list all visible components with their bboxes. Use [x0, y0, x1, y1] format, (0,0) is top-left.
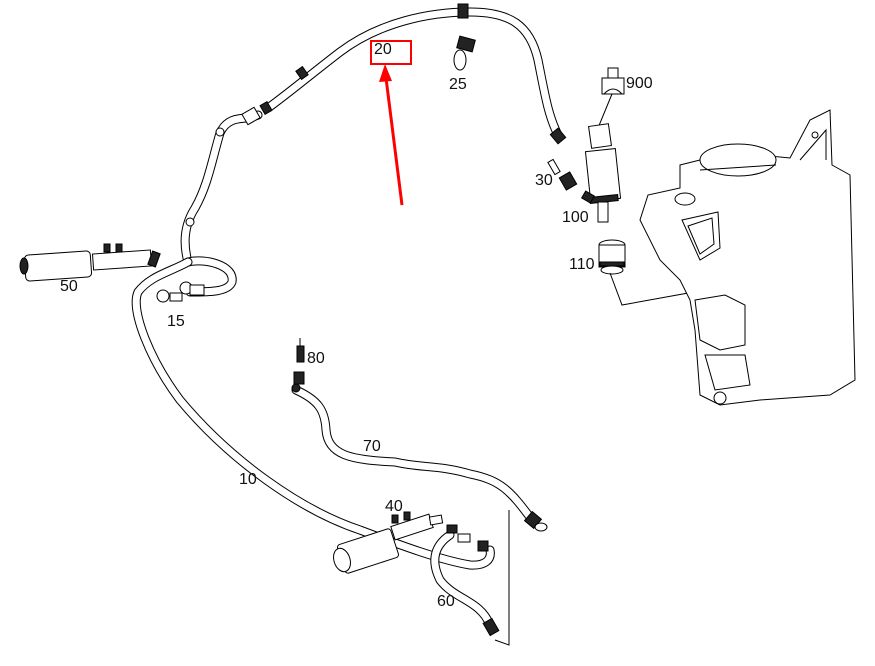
nozzle-tip-icon [534, 522, 548, 532]
highlight-box-20 [370, 40, 412, 65]
callout-900[interactable]: 900 [626, 75, 653, 92]
callout-100[interactable]: 100 [562, 209, 589, 226]
part-100-pump[interactable] [580, 123, 622, 223]
connector-icon [259, 100, 273, 116]
part-900-connector[interactable] [601, 67, 625, 95]
hose-60[interactable] [430, 530, 495, 630]
callout-50[interactable]: 50 [60, 278, 78, 295]
connector-icon [241, 106, 261, 126]
part-30-elbow[interactable] [547, 158, 578, 191]
washer-fluid-reservoir[interactable] [639, 109, 856, 406]
part-25-clip[interactable] [453, 35, 476, 71]
callout-110[interactable]: 110 [569, 256, 595, 273]
clip-icon [185, 217, 195, 227]
hose-70[interactable] [291, 385, 537, 525]
highlight-arrow [379, 64, 404, 206]
part-50-nozzle[interactable] [19, 243, 161, 282]
clip-icon [295, 65, 309, 81]
hose-10[interactable] [131, 257, 495, 570]
clip-icon [215, 127, 225, 137]
callout-80[interactable]: 80 [307, 350, 325, 367]
callout-25[interactable]: 25 [449, 76, 467, 93]
part-110-grommet[interactable] [598, 239, 626, 275]
connector-icon [549, 127, 567, 145]
callout-70[interactable]: 70 [363, 438, 381, 455]
callout-15[interactable]: 15 [167, 313, 185, 330]
leader-line [494, 510, 510, 646]
connector-icon [482, 617, 500, 637]
part-80-jet[interactable] [291, 338, 305, 393]
clip-icon [457, 3, 469, 19]
part-15-elbows[interactable] [156, 281, 205, 303]
leader-line [597, 93, 613, 129]
callout-30[interactable]: 30 [535, 172, 553, 189]
part-40-nozzle[interactable] [331, 511, 489, 574]
callout-20[interactable]: 20 [374, 41, 392, 58]
callout-60[interactable]: 60 [437, 593, 455, 610]
callout-10[interactable]: 10 [239, 471, 257, 488]
callout-40[interactable]: 40 [385, 498, 403, 515]
hose-15-loop [183, 256, 237, 297]
